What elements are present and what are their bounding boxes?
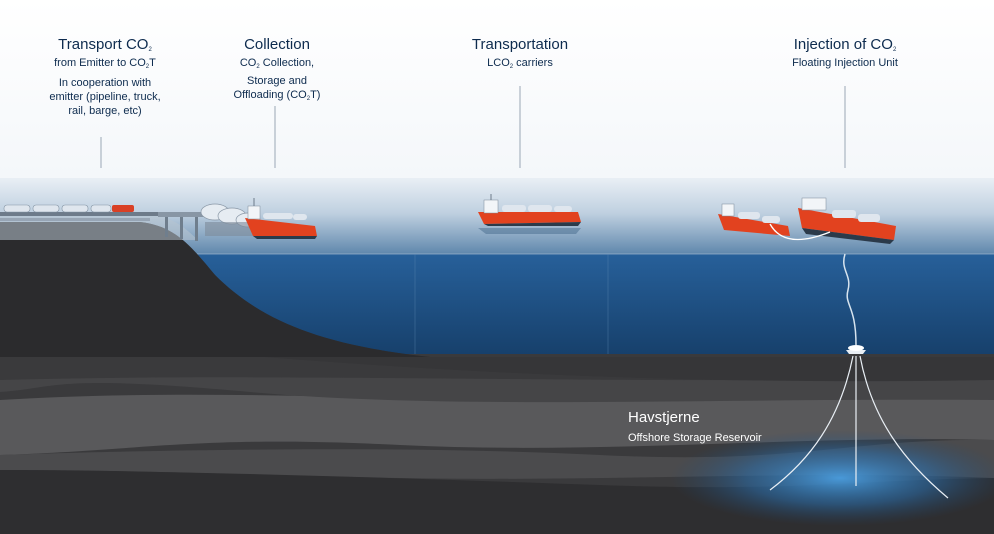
sky [0,0,994,178]
lco2-carrier [478,194,581,234]
transport-line4: rail, barge, etc) [68,105,142,117]
transport-title: Transport CO2 [58,36,152,53]
offloading-carrier [718,203,790,236]
riser-line [843,253,857,346]
subsea-template [846,350,866,354]
collection-line3: Offloading (CO2T) [233,89,321,102]
collection-line1: CO2 Collection, [239,57,315,70]
collection-title: Collection [244,36,310,53]
transport-line3: emitter (pipeline, truck, [49,91,161,103]
transportation-title: Transportation [471,36,569,53]
reservoir-subtitle: Offshore Storage Reservoir [628,432,762,444]
injection-title: Injection of CO2 [793,36,897,53]
injection-line1: Floating Injection Unit [792,57,898,69]
reservoir-title: Havstjerne [628,409,700,426]
collection-line2: Storage and [247,75,307,87]
floating-injection-unit [798,197,896,244]
label-collection: Collection CO2 Collection, Storage and O… [212,36,342,106]
transportation-line1: LCO2 carriers [487,57,553,70]
rail-train [0,204,160,221]
label-transportation: Transportation LCO2 carriers [450,36,590,74]
reservoir-label: Havstjerne Offshore Storage Reservoir [628,409,762,444]
transport-line1: from Emitter to CO2T [54,57,156,70]
reservoir-glow [670,430,994,526]
co2-terminal [158,203,265,241]
collection-ship [245,198,317,239]
transport-line2: In cooperation with [58,77,152,89]
injection-wells [769,355,949,499]
label-transport: Transport CO2 from Emitter to CO2T In co… [30,36,180,118]
label-injection: Injection of CO2 Floating Injection Unit [765,36,925,70]
